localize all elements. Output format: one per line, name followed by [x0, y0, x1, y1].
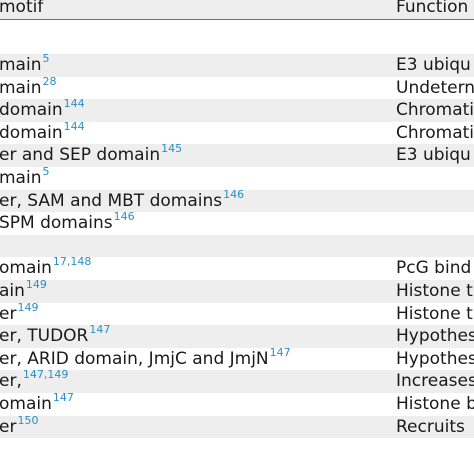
function-cell: E3 ubiqu: [396, 145, 471, 166]
function-column-header: Function: [396, 0, 469, 17]
function-cell: Chromati: [396, 100, 474, 121]
reference-superscript: 17,148: [52, 255, 92, 269]
function-cell: E3 ubiqu: [396, 55, 471, 75]
reference-superscript: 150: [17, 413, 39, 427]
reference-superscript: 28: [42, 74, 57, 88]
motif-text: er: [0, 303, 17, 324]
reference-superscript: 149: [17, 300, 39, 314]
function-cell: Histone b: [396, 394, 474, 414]
motif-cell: main5: [0, 52, 50, 75]
motif-text: omain: [0, 258, 52, 279]
row-stripe: [0, 370, 474, 393]
motif-text: er: [0, 416, 17, 437]
motif-text: omain: [0, 394, 52, 414]
table-header: motif Function: [0, 0, 474, 19]
motif-cell: er150: [0, 413, 39, 437]
reference-superscript: 146: [113, 210, 135, 224]
motif-column-header: motif: [0, 0, 44, 17]
motif-text: main: [0, 55, 42, 75]
function-cell: Hypothes: [396, 348, 474, 369]
function-cell: Increases: [396, 371, 474, 392]
reference-superscript: 146: [223, 187, 245, 201]
motif-text: er and SEP domain: [0, 145, 161, 166]
motif-cell: main5: [0, 165, 50, 188]
motif-cell: er, SAM and MBT domains146: [0, 187, 245, 211]
function-cell: Hypothes: [396, 326, 474, 347]
motif-cell: SPM domains146: [0, 210, 135, 234]
motif-text: main: [0, 77, 42, 98]
motif-cell: domain144: [0, 119, 85, 143]
motif-text: er,: [0, 371, 22, 392]
row-stripe: [0, 99, 474, 122]
motif-text: er, SAM and MBT domains: [0, 190, 223, 211]
motif-cell: er and SEP domain145: [0, 142, 183, 166]
motif-text: er, ARID domain, JmjC and JmjN: [0, 348, 269, 369]
motif-cell: er, ARID domain, JmjC and JmjN147: [0, 345, 291, 369]
reference-superscript: 5: [42, 52, 50, 65]
function-cell: Histone t: [396, 281, 473, 301]
function-cell: Histone t: [396, 303, 473, 324]
function-cell: Recruits: [396, 416, 465, 437]
row-stripe: [0, 325, 474, 348]
reference-superscript: 5: [42, 165, 50, 178]
reference-superscript: 144: [63, 97, 85, 111]
motif-text: domain: [0, 100, 63, 121]
motif-text: domain: [0, 122, 63, 143]
motif-cell: omain147: [0, 391, 74, 414]
reference-superscript: 147: [269, 345, 291, 359]
reference-superscript: 145: [161, 142, 183, 156]
motif-cell: main28: [0, 74, 57, 98]
function-cell: PcG bind: [396, 258, 472, 279]
header-rule: [0, 19, 474, 20]
row-stripe: [0, 280, 474, 303]
row-stripe: [0, 415, 474, 439]
function-cell: Chromati: [396, 122, 474, 143]
motif-text: SPM domains: [0, 213, 113, 234]
reference-superscript: 147: [89, 323, 111, 337]
reference-superscript: 144: [63, 119, 85, 133]
motif-text: main: [0, 168, 42, 188]
motif-cell: domain144: [0, 97, 85, 121]
motif-cell: er, TUDOR147: [0, 323, 111, 347]
row-stripe: [0, 234, 474, 258]
row-stripe: [0, 189, 474, 213]
motif-cell: er149: [0, 300, 39, 324]
motif-cell: ain149: [0, 278, 47, 301]
reference-superscript: 147: [52, 391, 74, 404]
row-stripe: [0, 54, 474, 77]
motif-text: ain: [0, 281, 25, 301]
row-stripe: [0, 144, 474, 167]
motif-cell: er,147,149: [0, 368, 69, 392]
motif-text: er, TUDOR: [0, 326, 89, 347]
motif-cell: omain17,148: [0, 255, 92, 279]
reference-superscript: 149: [25, 278, 47, 291]
reference-superscript: 147,149: [22, 368, 69, 382]
function-cell: Undetern: [396, 77, 474, 98]
